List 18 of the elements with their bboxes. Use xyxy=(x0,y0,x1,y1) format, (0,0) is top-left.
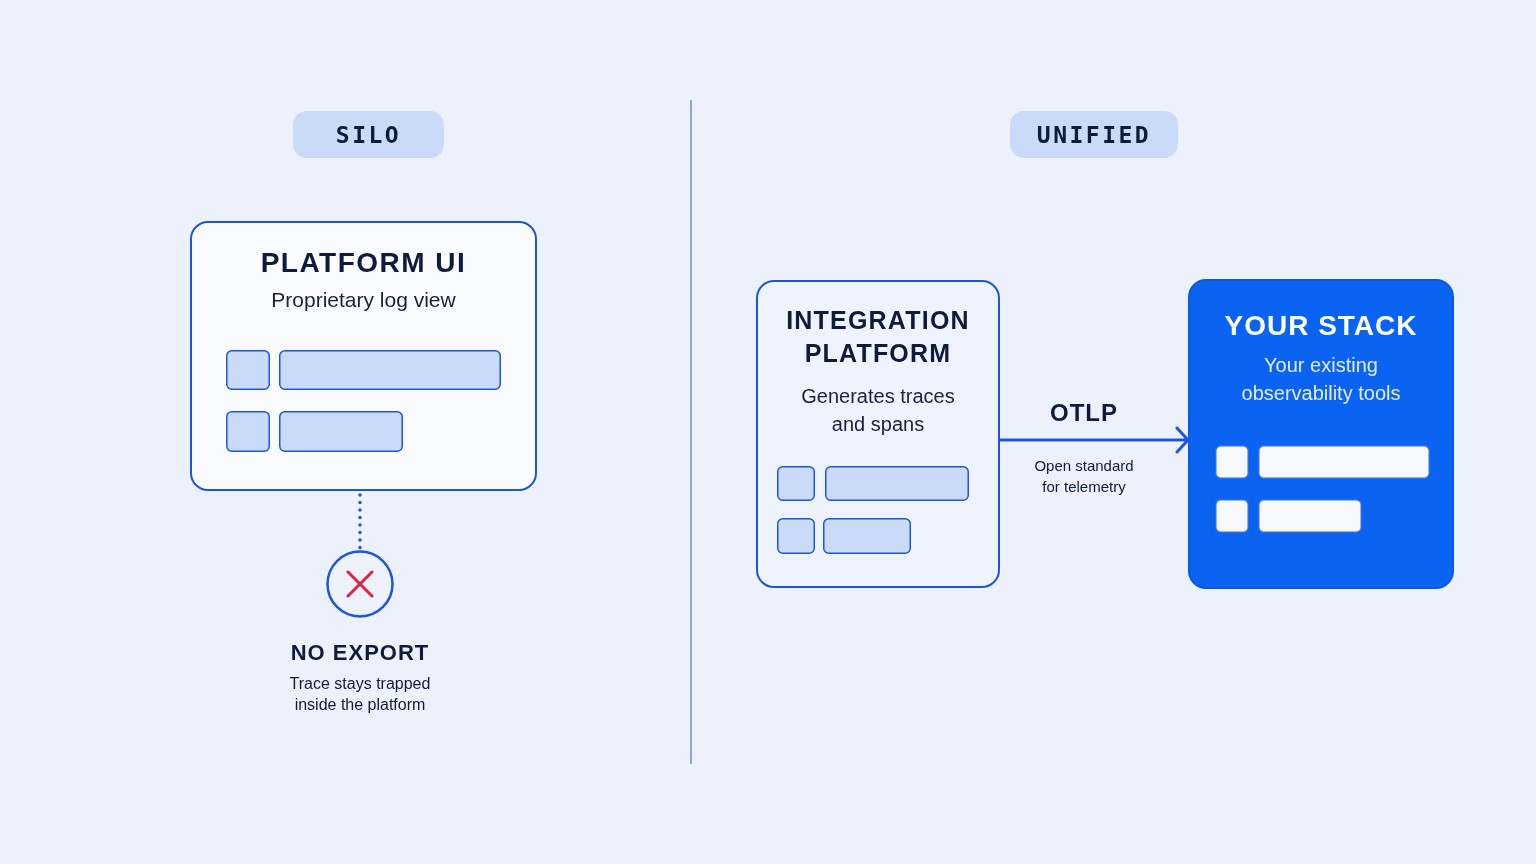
section-pill xyxy=(293,111,444,158)
status-description: Trace stays trapped inside the platform xyxy=(288,674,432,715)
panel-card xyxy=(756,280,1000,588)
card-subtitle: Generates traces and spans xyxy=(800,384,956,437)
card-title: PLATFORM UI xyxy=(259,246,468,280)
annotation-text: Open standard for telemetry xyxy=(1033,456,1135,497)
status-title: NO EXPORT xyxy=(289,639,431,667)
status-circle xyxy=(326,550,394,618)
card-subtitle: Proprietary log view xyxy=(270,287,457,313)
card-subtitle: Your existing observability tools xyxy=(1240,353,1402,406)
panel-card xyxy=(190,221,537,491)
section-heading: SILO xyxy=(335,121,402,148)
card-title: INTEGRATION PLATFORM xyxy=(785,305,971,369)
section-pill xyxy=(1010,111,1178,158)
arrow xyxy=(1000,426,1190,454)
panel-card xyxy=(1188,279,1454,589)
card-title: YOUR STACK xyxy=(1223,309,1419,343)
section-heading: UNIFIED xyxy=(1036,121,1152,148)
